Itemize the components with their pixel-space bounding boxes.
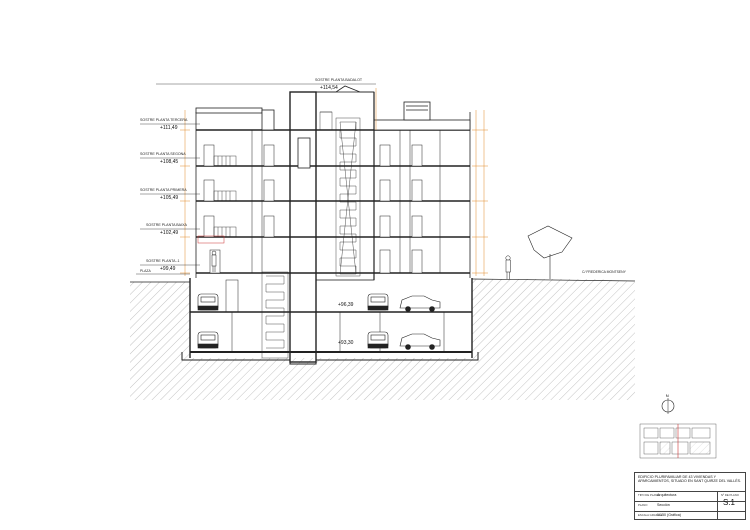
level-label-lowest: SOSTRE PLANTA BAIXA [146, 223, 187, 227]
railings [213, 155, 237, 238]
level-label-first: SOSTRE PLANTA PRIMERA [140, 188, 187, 192]
key-plan [639, 423, 717, 459]
tree-icon [527, 225, 573, 279]
level-value-lowest: +102,49 [160, 230, 178, 236]
scale-label: ESCALA GRAFICA [638, 513, 663, 517]
basement-elevations: +96,39 +93,30 [338, 302, 354, 346]
car-front-icon [367, 293, 389, 311]
interior-walls [225, 130, 445, 352]
level-value-second: +108,45 [160, 159, 178, 165]
dimension-lines [180, 88, 488, 276]
north-label: N [666, 393, 669, 398]
person-icon [211, 250, 217, 272]
basement-stair [261, 271, 289, 359]
type-value: Arquitectura [657, 493, 677, 497]
level-value-third: +111,49 [160, 125, 178, 131]
stair-flights [335, 117, 361, 277]
parking-cars [197, 293, 441, 350]
level-value-roof: +114,54 [320, 85, 338, 91]
plan-label: PLANO [638, 503, 648, 507]
person-figures [211, 250, 511, 279]
sheet-label: Nº DE PLANO [721, 493, 739, 497]
car-front-icon [197, 331, 219, 349]
street-label-plaza: PLAZA [140, 269, 151, 273]
building-structure [181, 85, 479, 365]
level-labels: SOSTRE PLANTA BADALOT +114,54 SOSTRE PLA… [140, 78, 376, 272]
level-label-third: SOSTRE PLANTA TERCERA [140, 118, 188, 122]
car-front-icon [367, 331, 389, 349]
car-side-icon [399, 295, 441, 312]
scale-value: 1/150 (Gráfica) [657, 513, 681, 517]
terrain [130, 278, 636, 400]
person-icon [505, 255, 511, 279]
project-title: EDIFICIO PLURIFAMILIAR DE 43 VIVIENDAS Y… [638, 475, 742, 484]
level-value-minus1: +99,49 [160, 266, 176, 272]
floor-slabs [190, 129, 472, 353]
level-value-first: +105,49 [160, 195, 178, 201]
sheet-value: S.1 [723, 498, 736, 507]
street-labels: PLAZA C/ FREDERICA MONTSENY [136, 269, 627, 275]
elevation-upper: +96,39 [338, 302, 354, 308]
type-label: TIPO DE PLANO [638, 493, 660, 497]
level-label-minus1: SOSTRE PLANTA -1 [146, 259, 179, 263]
level-label-roof: SOSTRE PLANTA BADALOT [315, 78, 363, 82]
plan-value: Sección [657, 503, 670, 507]
north-arrow-icon: N [661, 393, 675, 414]
elevation-lower: +93,30 [338, 340, 354, 346]
roof-railing [319, 111, 333, 131]
title-block: EDIFICIO PLURIFAMILIAR DE 43 VIVIENDAS Y… [634, 472, 746, 520]
car-front-icon [197, 293, 219, 311]
openings [203, 144, 423, 274]
street-label-right: C/ FREDERICA MONTSENY [582, 270, 627, 274]
level-label-second: SOSTRE PLANTA SEGONA [140, 152, 186, 156]
car-side-icon [399, 333, 441, 350]
